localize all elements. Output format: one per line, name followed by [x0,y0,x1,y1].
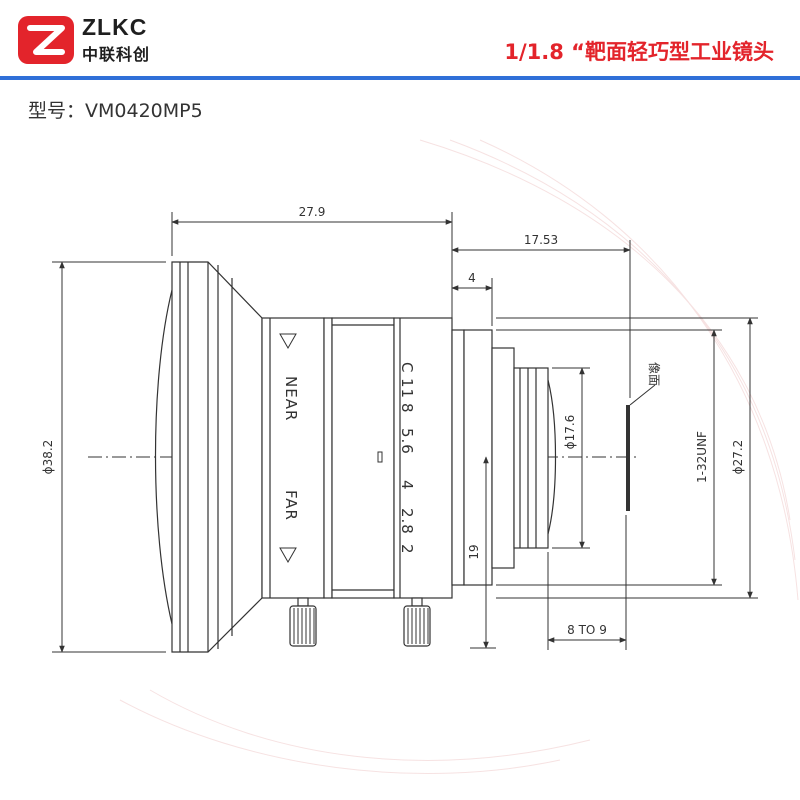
zlkc-logo-icon [18,16,74,64]
aperture-mark: 11 [398,378,416,399]
model-label: 型号： [28,100,86,122]
near-arrow-icon [279,333,297,350]
aperture-scale: C 11 8 5.6 4 2.8 2 [398,362,416,555]
brand-name-cn: 中联科创 [82,45,151,64]
dim-rear-diameter: ϕ17.6 [563,415,577,450]
far-label: FAR [282,490,300,521]
header-divider [0,76,800,80]
lens-drawing: NEAR FAR C 11 8 5.6 4 2.8 2 像面 [41,139,799,774]
dim-thread: 1-32UNF [695,431,709,483]
dim-flange: 17.53 [524,233,558,247]
dim-mount-step: 4 [468,271,476,285]
dim-outer-diameter: ϕ38.2 [41,440,55,475]
aperture-mark: 4 [398,480,416,491]
aperture-mark: 2 [398,544,416,555]
model-line: 型号：VM0420MP5 [28,96,203,123]
dim-rear-height: 19 [467,544,481,559]
header-bar: ZLKC 中联科创 1/1.8 “靶面轻巧型工业镜头 [0,0,800,76]
page-title: 1/1.8 “靶面轻巧型工业镜头 [504,40,774,64]
aperture-mark: 8 [398,403,416,414]
dim-back-range: 8 TO 9 [567,623,607,637]
far-arrow-icon [279,547,297,564]
lens-body [154,261,557,653]
index-mark [377,451,383,463]
dim-total-length: 27.9 [299,205,326,219]
dim-mount-diameter: ϕ27.2 [731,440,745,475]
image-plane-leader [629,384,656,406]
model-value: VM0420MP5 [85,100,203,122]
brand-name-en: ZLKC [82,14,148,40]
aperture-mark: 5.6 [398,428,416,455]
screw-knurl [293,608,429,644]
dimension-lines [52,212,758,653]
aperture-mark: 2.8 [398,508,416,535]
image-plane-label: 像面 [647,362,661,386]
aperture-mark: C [398,362,416,373]
near-label: NEAR [282,376,300,421]
image-plane [626,405,630,511]
